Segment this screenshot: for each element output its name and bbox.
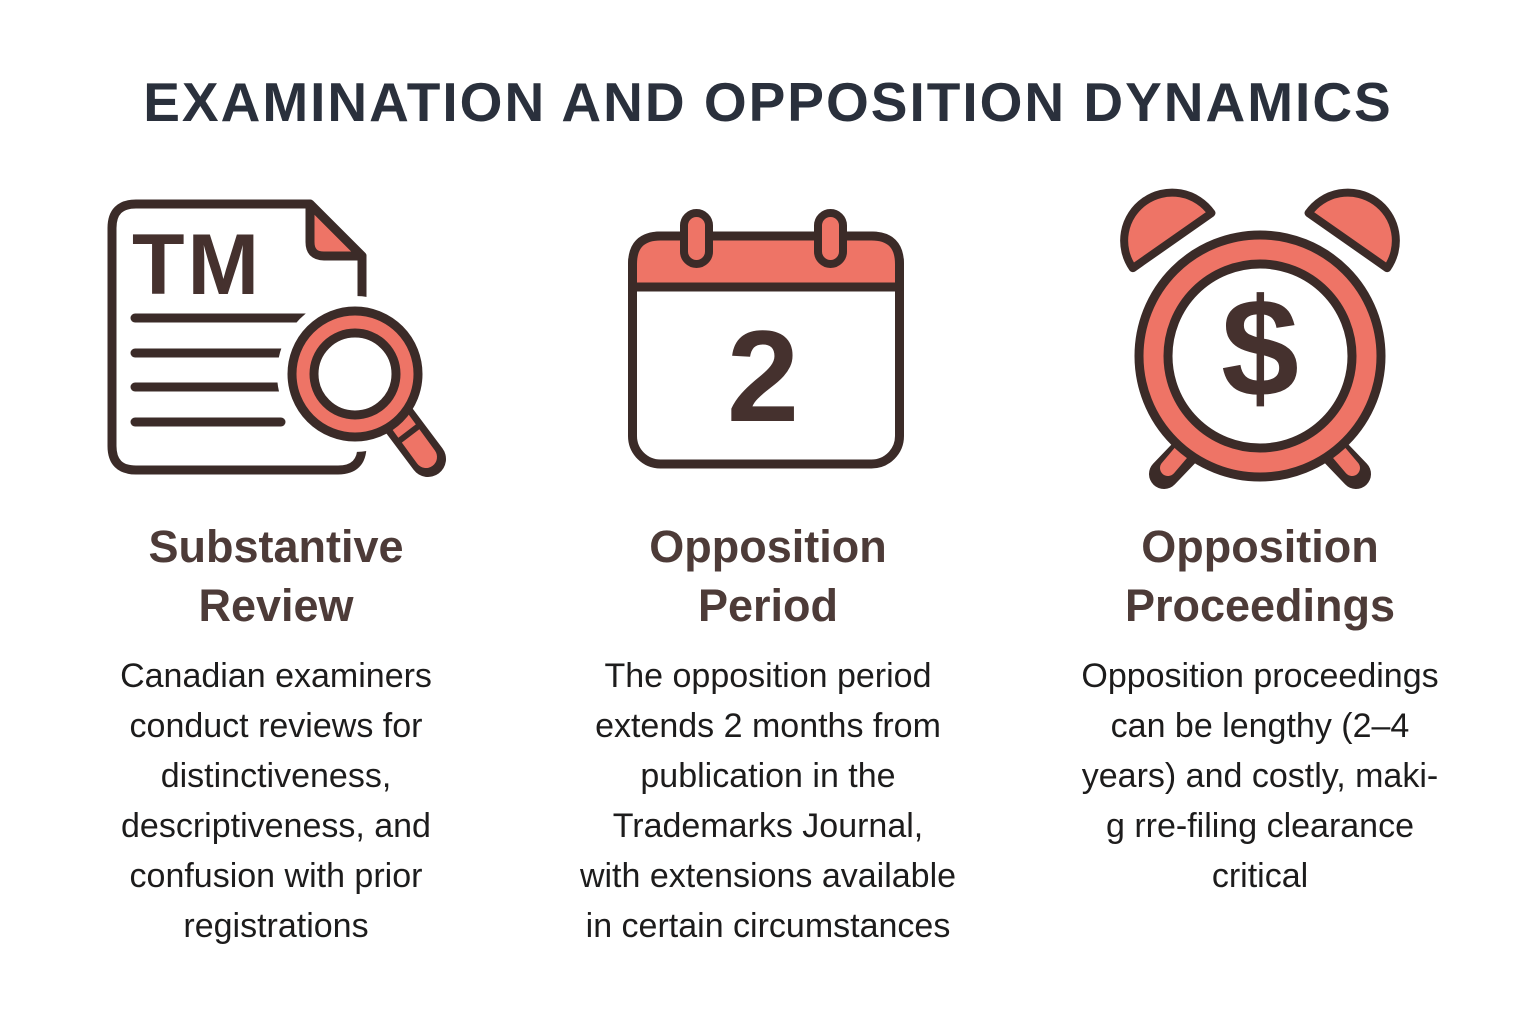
column-body: The opposition period extends 2 months f… <box>579 657 957 945</box>
dollar-sign: $ <box>1221 269 1299 426</box>
alarm-bell-left <box>1120 188 1216 273</box>
magnifier-lens <box>309 328 400 419</box>
alarm-bell-right <box>1304 188 1400 273</box>
column-body: Opposition proceedings can be lengthy (2… <box>1081 657 1439 895</box>
column-heading: Substantive Review <box>148 521 404 631</box>
calendar-peg-right <box>814 209 847 268</box>
folded-corner <box>305 199 366 260</box>
clock-face <box>1163 259 1357 453</box>
column-opposition-proceedings: $ Opposition Proceedings Opposition proc… <box>1017 186 1503 951</box>
columns-row: TM <box>0 186 1536 951</box>
magnifier-halo <box>276 295 433 452</box>
tm-label: TM <box>132 217 262 313</box>
column-heading: Opposition Period <box>649 521 887 631</box>
magnifier-handle <box>387 408 437 468</box>
magnifier-handle-joint <box>396 422 422 443</box>
calendar-icon: 2 <box>628 209 904 469</box>
icon-box: TM <box>104 186 449 494</box>
calendar-peg-left <box>680 209 713 268</box>
alarm-clock-dollar-icon: $ <box>1120 188 1400 489</box>
page-title: EXAMINATION AND OPPOSITION DYNAMICS <box>143 71 1393 133</box>
column-substantive-review: TM <box>33 186 519 951</box>
icon-box: $ <box>1115 186 1405 494</box>
column-opposition-period: 2 Opposition Period The opposition perio… <box>525 186 1011 951</box>
icon-box: 2 <box>628 186 908 494</box>
column-heading: Opposition Proceedings <box>1124 521 1396 631</box>
calendar-header-band <box>628 231 904 292</box>
column-body: Canadian examiners conduct reviews for d… <box>120 657 432 945</box>
trademark-document-search-icon: TM <box>107 199 446 477</box>
calendar-number: 2 <box>727 303 799 449</box>
document-text-lines <box>130 313 310 426</box>
